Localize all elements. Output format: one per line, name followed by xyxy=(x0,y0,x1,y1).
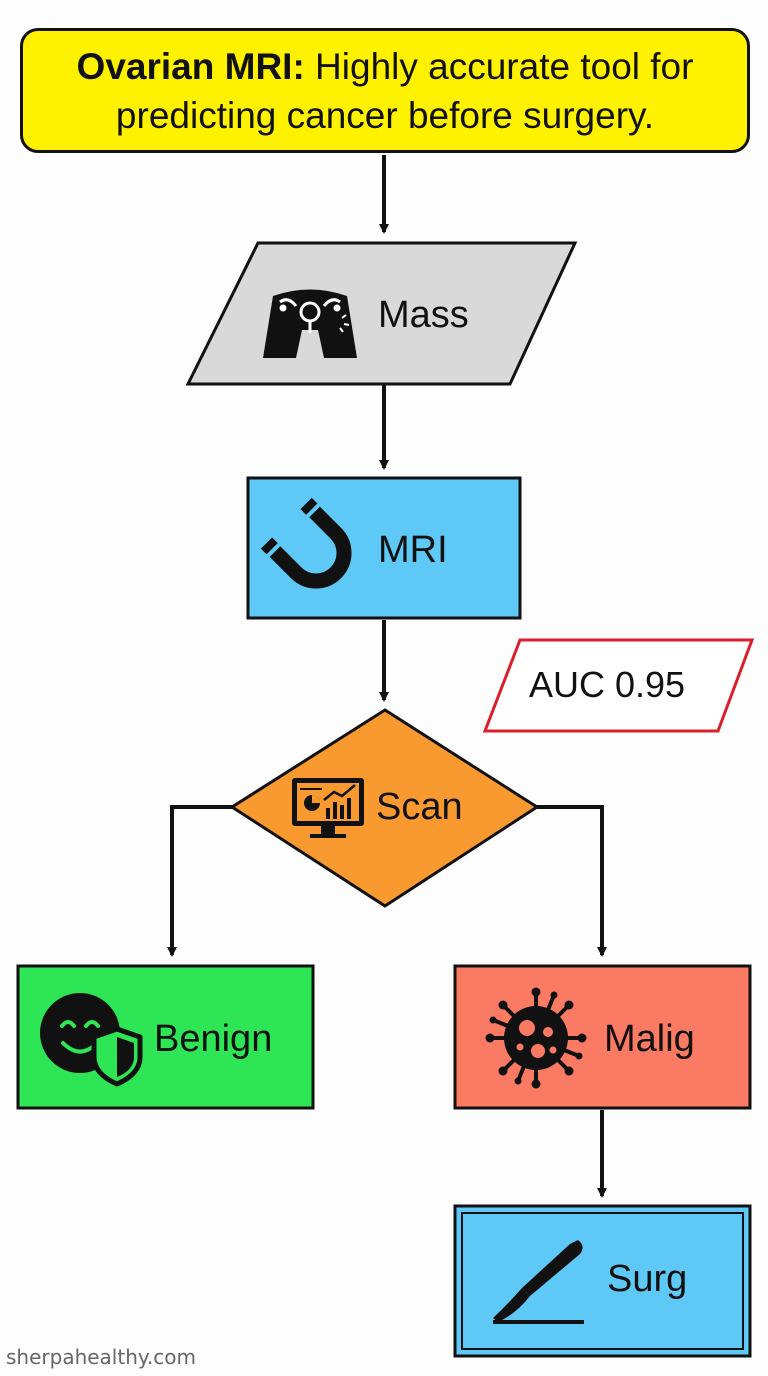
surg-node-shape[interactable] xyxy=(453,1204,752,1358)
smile-shield-icon xyxy=(40,993,143,1087)
auc-annotation-label: AUC 0.95 xyxy=(529,664,686,705)
monitor-chart-icon xyxy=(292,778,364,838)
connectors xyxy=(167,155,607,1198)
arrow-scan-to-malig xyxy=(536,805,607,957)
scan-node-label: Scan xyxy=(376,786,463,828)
title-bold-prefix: Ovarian MRI: xyxy=(76,45,305,87)
uterus-icon xyxy=(263,289,357,358)
scan-node-shape[interactable] xyxy=(229,708,540,908)
scalpel-icon xyxy=(493,1240,584,1324)
benign-node-label: Benign xyxy=(154,1018,273,1060)
diagram-title-box: Ovarian MRI: Highly accurate tool for pr… xyxy=(20,28,750,153)
arrow-scan-to-benign xyxy=(167,805,232,957)
mri-node-label: MRI xyxy=(378,529,448,571)
mri-node-shape[interactable] xyxy=(246,476,522,620)
diagram-title: Ovarian MRI: Highly accurate tool for pr… xyxy=(37,42,733,140)
watermark: sherpahealthy.com xyxy=(6,1345,196,1369)
magnet-icon xyxy=(260,497,352,589)
auc-annotation-shape xyxy=(482,638,755,733)
title-text: Highly accurate tool for predicting canc… xyxy=(115,45,694,136)
virus-icon xyxy=(485,987,587,1089)
surg-node-inner-border xyxy=(461,1212,744,1350)
mass-node-label: Mass xyxy=(378,294,469,336)
surg-node-label: Surg xyxy=(607,1258,688,1300)
malig-node-label: Malig xyxy=(604,1018,695,1060)
